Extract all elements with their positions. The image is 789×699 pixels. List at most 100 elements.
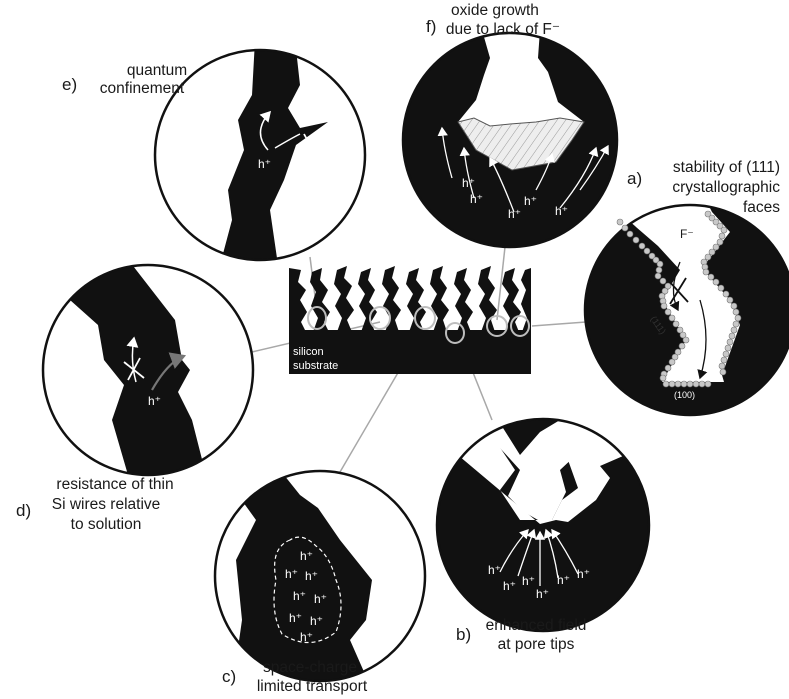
label-d: d) resistance of thin Si wires relative … [16,476,174,533]
surface-atom [720,369,726,375]
surface-atom [735,315,741,321]
surface-atom [661,303,667,309]
surface-atom [719,233,725,239]
surface-atom [665,365,671,371]
surface-atom [683,337,689,343]
svg-text:h⁺: h⁺ [462,176,475,190]
fluoride-ion-label: F⁻ [680,227,694,241]
label-d-letter: d) [16,501,31,520]
svg-text:h⁺: h⁺ [524,194,537,208]
svg-text:h⁺: h⁺ [503,579,516,593]
surface-atom [729,333,735,339]
connector-a [532,322,586,326]
surface-atom [699,381,705,387]
label-d-line-3: to solution [71,516,142,533]
surface-atom [660,375,666,381]
label-e-line-1: quantum [127,62,187,79]
panel-a-circle: F⁻ (111) (100) [585,200,789,415]
surface-atom [717,239,723,245]
label-f-letter: f) [426,17,436,36]
label-a-line-2: crystallographic [672,179,780,196]
svg-text:h⁺: h⁺ [536,587,549,601]
surface-atom [627,231,633,237]
surface-atom [727,339,733,345]
face-100-label: (100) [674,390,695,400]
label-e: e) quantum confinement [62,62,187,97]
silicon-substrate-block: silicon substrate [289,266,531,374]
surface-atom [719,363,725,369]
surface-atom [687,381,693,387]
surface-atom [681,381,687,387]
svg-text:h⁺: h⁺ [314,592,327,606]
hole-label-e: h⁺ [258,157,271,171]
surface-atom [721,227,727,233]
surface-atom [663,381,669,387]
svg-text:h⁺: h⁺ [300,549,313,563]
svg-text:h⁺: h⁺ [289,611,302,625]
surface-atom [733,321,739,327]
panel-b-circle: h⁺ h⁺ h⁺ h⁺ h⁺ h⁺ [436,419,660,631]
label-f-line-2: due to lack of F⁻ [446,21,560,38]
label-d-line-1: resistance of thin [56,476,173,493]
surface-atom [713,244,719,250]
label-b-line-2: at pore tips [498,636,575,653]
label-a-letter: a) [627,169,642,188]
label-b: b) enhanced field at pore tips [456,617,586,653]
surface-atom [679,343,685,349]
surface-atom [703,269,709,275]
surface-atom [723,291,729,297]
surface-atom [731,327,737,333]
panel-f-circle: h⁺ h⁺ h⁺ h⁺ h⁺ [403,30,617,247]
svg-text:h⁺: h⁺ [577,567,590,581]
label-f-line-1: oxide growth [451,2,539,19]
surface-atom [733,309,739,315]
surface-atom [723,351,729,357]
svg-text:h⁺: h⁺ [310,614,323,628]
panel-d-circle: h⁺ [40,262,253,475]
svg-text:h⁺: h⁺ [508,207,521,221]
svg-text:h⁺: h⁺ [293,589,306,603]
surface-atom [718,285,724,291]
svg-text:h⁺: h⁺ [522,574,535,588]
label-a-line-3: faces [743,199,780,216]
svg-text:h⁺: h⁺ [305,569,318,583]
surface-atom [709,249,715,255]
surface-atom [655,273,661,279]
label-e-line-2: confinement [100,80,185,97]
surface-atom [669,315,675,321]
svg-text:h⁺: h⁺ [300,630,313,644]
label-c-line-1: space-charge [263,659,357,676]
hole-label-d: h⁺ [148,394,161,408]
surface-atom [713,279,719,285]
surface-atom [731,303,737,309]
surface-atom [617,219,623,225]
surface-atom [721,357,727,363]
svg-text:h⁺: h⁺ [557,573,570,587]
surface-atom [660,278,666,284]
surface-atom [725,345,731,351]
panel-c-circle: h⁺ h⁺ h⁺ h⁺ h⁺ h⁺ h⁺ h⁺ [215,470,425,690]
label-f: f) oxide growth due to lack of F⁻ [426,2,560,38]
surface-atom [656,267,662,273]
surface-atom [665,309,671,315]
surface-atom [705,381,711,387]
label-e-letter: e) [62,75,77,94]
surface-atom [705,254,711,260]
surface-atom [673,321,679,327]
label-d-line-2: Si wires relative [52,496,161,513]
label-a-line-1: stability of (111) [673,159,780,176]
surface-atom [669,359,675,365]
surface-atom [657,261,663,267]
label-b-letter: b) [456,625,471,644]
label-c-letter: c) [222,667,236,686]
label-c-line-2: limited transport [257,678,368,695]
svg-text:h⁺: h⁺ [488,563,501,577]
svg-text:h⁺: h⁺ [285,567,298,581]
surface-atom [693,381,699,387]
surface-atom [639,243,645,249]
surface-atom [727,297,733,303]
svg-text:h⁺: h⁺ [555,204,568,218]
surface-atom [669,381,675,387]
surface-atom [708,274,714,280]
